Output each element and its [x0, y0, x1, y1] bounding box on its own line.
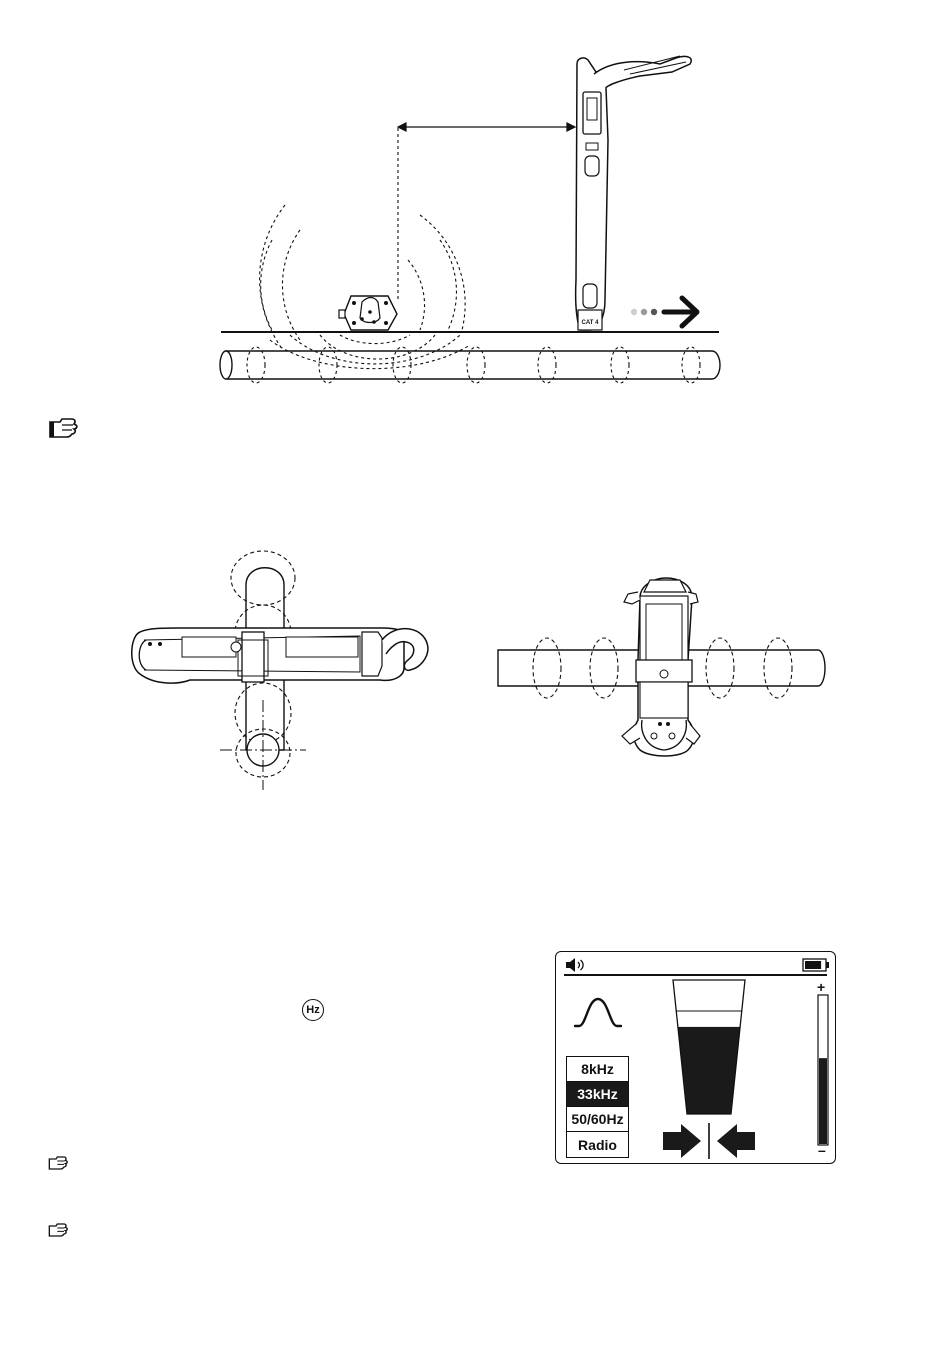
distance-dimension-arrow [398, 123, 575, 131]
lcd-header-divider [564, 974, 827, 976]
centering-arrows-icon [661, 1122, 757, 1160]
buried-pipe [220, 347, 720, 383]
speaker-icon [565, 958, 585, 972]
figure-locator-parallel [490, 570, 840, 770]
battery-icon [802, 958, 830, 972]
figure-locator-perpendicular [120, 540, 450, 800]
lcd-display: 8kHz 33kHz 50/60Hz Radio + – [555, 951, 836, 1164]
figure-locator-sweep: CAT 4 [0, 0, 950, 420]
locator-horizontal [132, 628, 428, 683]
pointing-hand-icon [48, 1223, 68, 1237]
signal-field-arcs [260, 205, 470, 369]
frequency-option-33khz[interactable]: 33kHz [567, 1082, 628, 1107]
frequency-selector: 8kHz 33kHz 50/60Hz Radio [566, 1056, 629, 1158]
receiver-locator: CAT 4 [576, 56, 692, 330]
signal-strength-meter [659, 978, 769, 1118]
hz-button-label: Hz [306, 1004, 319, 1016]
pointing-hand-icon [48, 418, 78, 438]
pointing-hand-icon [48, 1156, 68, 1170]
peak-mode-icon [572, 996, 624, 1028]
scale-minus-label: – [818, 1145, 826, 1155]
signal-level-bar [816, 994, 830, 1146]
frequency-option-8khz[interactable]: 8kHz [567, 1057, 628, 1082]
sweep-direction-arrow [631, 298, 697, 326]
scale-plus-label: + [817, 980, 825, 994]
locator-model-label: CAT 4 [582, 320, 600, 326]
transmitter-unit [339, 296, 397, 330]
frequency-option-radio[interactable]: Radio [567, 1132, 628, 1157]
hz-button-icon: Hz [302, 999, 324, 1021]
frequency-option-50-60hz[interactable]: 50/60Hz [567, 1107, 628, 1132]
